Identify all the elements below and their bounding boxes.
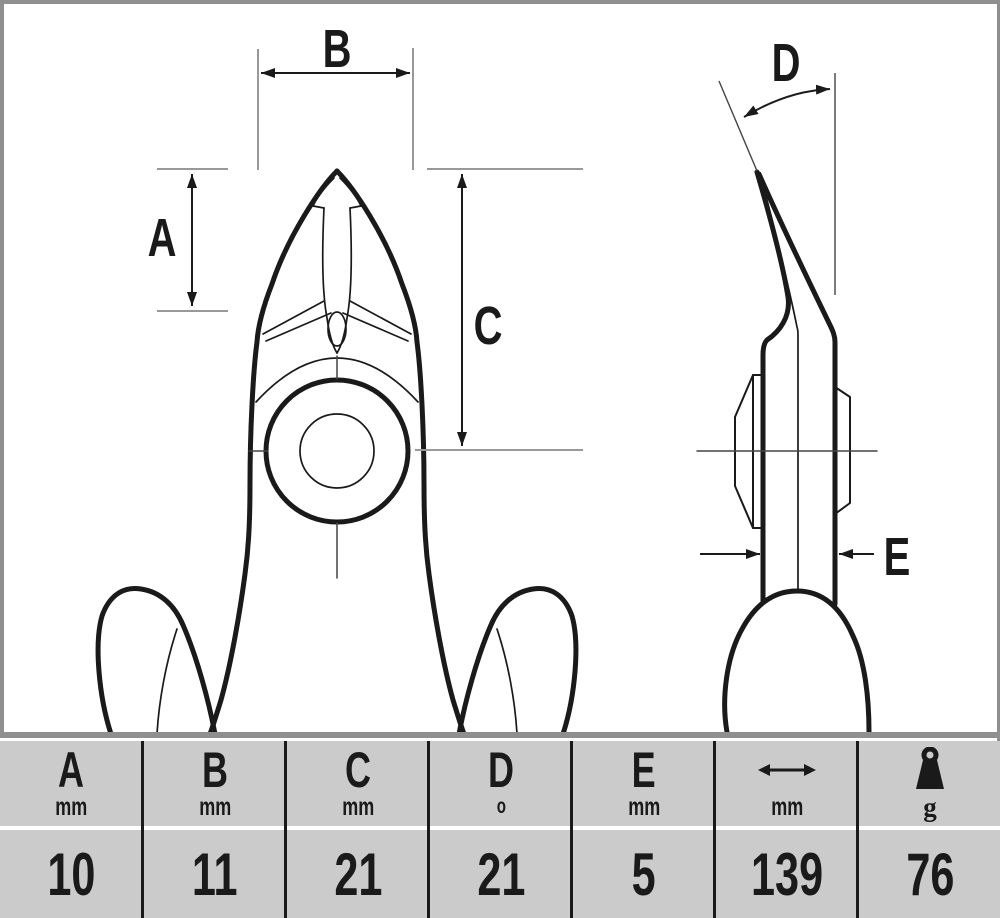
front-centerlines [248,355,338,579]
dim-label-b: B [323,19,352,79]
frame-right-edge [997,0,1000,918]
column-separator [284,741,287,918]
left-handle [95,585,218,732]
joint-circle [263,377,411,525]
dimension-labels: A B C D E [148,19,911,587]
front-outline-right [334,168,466,732]
dim-label-e: E [884,527,911,587]
value-cell-d: 21 [430,830,572,918]
column-letter: D [487,742,514,798]
value-a: 10 [46,840,96,908]
header-cell-c: C mm [287,741,429,826]
side-jaw-split-line [762,184,799,593]
header-cell-length: mm [716,741,858,826]
header-cell-a: A mm [0,741,142,826]
dim-label-d: D [772,33,801,93]
value-weight: 76 [905,840,955,908]
joint-boss-right [834,386,851,515]
front-view-drawing [95,168,579,732]
drawing-table-divider [0,732,1000,738]
left-handle-seam [156,628,178,732]
column-separator [427,741,430,918]
side-view-drawing [696,169,878,732]
horizontal-double-arrow-icon [758,746,816,794]
column-letter: B [201,742,228,798]
pliers-technical-drawing: A B C D E [95,19,911,732]
weight-kettlebell-icon [912,746,948,794]
dim-d-slope-line [718,80,758,172]
side-handle-dome [722,588,872,732]
side-nose-left-edge [754,169,791,604]
column-unit: mm [341,793,375,821]
header-cell-weight: g [859,741,1000,826]
value-cell-b: 11 [144,830,286,918]
value-d: 21 [476,840,526,908]
right-handle [456,585,579,732]
dim-label-a: A [148,208,177,268]
dim-label-c: C [474,296,503,356]
column-letter: A [57,742,84,798]
header-cell-d: D o [430,741,572,826]
column-letter: E [631,742,657,798]
header-cell-e: E mm [573,741,715,826]
column-letter: C [344,742,371,798]
value-cell-c: 21 [287,830,429,918]
joint-inner-circle [299,413,375,489]
frame-top-edge [0,0,1000,4]
right-handle-seam [496,628,518,732]
value-b: 11 [192,840,238,908]
column-separator [570,741,573,918]
column-separator [856,741,859,918]
value-cell-a: 10 [0,830,142,918]
column-unit: mm [770,793,804,821]
column-unit-grams: g [923,792,937,822]
table-row-gap [0,826,1000,830]
extension-lines [157,48,583,451]
dim-d-arc [743,84,831,118]
value-e: 5 [631,840,657,908]
value-c: 21 [333,840,383,908]
dimension-spec-table: A mm B mm C mm D o E mm mm [0,741,1000,918]
column-unit: mm [54,793,88,821]
value-cell-weight: 76 [859,830,1000,918]
column-unit-degrees: o [496,795,506,818]
angle-construction-lines [718,73,836,295]
column-unit: mm [627,793,661,821]
column-separator [141,741,144,918]
header-cell-b: B mm [144,741,286,826]
frame-left-edge [0,0,4,737]
column-unit: mm [198,793,232,821]
value-cell-length: 139 [716,830,858,918]
value-cell-e: 5 [573,830,715,918]
side-nose-right-edge [756,171,838,607]
column-separator [713,741,716,918]
front-outline-left [208,168,340,732]
value-length: 139 [750,840,824,908]
cutting-edge-detail [262,177,412,354]
dimension-arrows [187,68,874,559]
